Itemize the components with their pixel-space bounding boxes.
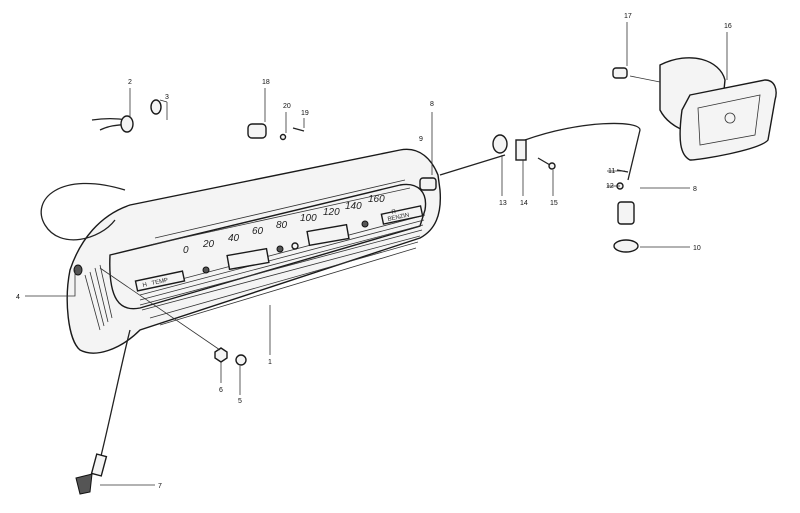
callout-8: 8	[430, 101, 434, 108]
callout-17: 17	[624, 13, 632, 20]
callout-14: 14	[520, 200, 528, 207]
instrument-cluster: H TEMP R BENZIN 0 20 40 60 80 100 120 14…	[66, 148, 442, 354]
speed-tick: 80	[276, 220, 288, 231]
callout-3: 3	[165, 94, 169, 101]
temp-hot-label: H	[142, 282, 147, 289]
callout-18: 18	[262, 79, 270, 86]
callout-15: 15	[550, 200, 558, 207]
speed-tick: 60	[252, 226, 264, 237]
fuel-gauge-label: BENZIN	[387, 213, 410, 223]
cable-knob	[75, 473, 93, 495]
callout-12: 12	[606, 183, 614, 190]
callout-19: 19	[301, 110, 309, 117]
callout-2: 2	[128, 79, 132, 86]
speed-tick: 40	[228, 233, 240, 244]
leader-lines	[25, 22, 728, 486]
speed-tick: 140	[345, 201, 362, 212]
callout-13: 13	[499, 200, 507, 207]
callout-16: 16	[724, 23, 732, 30]
callout-7: 7	[158, 483, 162, 490]
callout-11: 11	[608, 168, 615, 175]
speed-tick: 20	[202, 239, 215, 250]
speed-tick: 0	[183, 245, 189, 256]
speed-scale: 0 20 40 60 80 100 120 140 160	[183, 194, 385, 256]
clock-gauge	[659, 57, 777, 161]
wire-loop	[40, 182, 126, 241]
callout-1: 1	[268, 359, 272, 366]
drive-cable	[524, 122, 641, 181]
callout-8b: 8	[693, 186, 697, 193]
callout-6: 6	[219, 387, 223, 394]
fuel-small-label: R	[391, 209, 397, 216]
callout-5: 5	[238, 398, 242, 405]
callout-20: 20	[283, 103, 291, 110]
callout-labels: 1 2 3 4 5 6 7 8 8 9 10 11 12 13 14 15 16…	[16, 13, 732, 490]
callout-10: 10	[693, 245, 701, 252]
speed-tick: 160	[368, 194, 385, 205]
speed-tick: 120	[323, 207, 340, 218]
temp-gauge-label: TEMP	[151, 278, 169, 287]
callout-4: 4	[16, 294, 20, 301]
speed-tick: 100	[300, 213, 317, 224]
speedometer-cable	[99, 329, 131, 461]
callout-9: 9	[419, 136, 423, 143]
